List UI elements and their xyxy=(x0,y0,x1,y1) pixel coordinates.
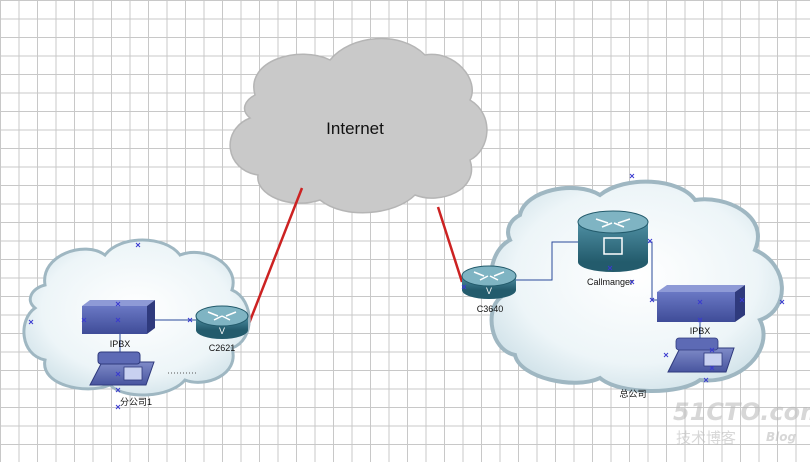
wan-link-hq xyxy=(436,206,464,283)
hq-ip-phone[interactable] xyxy=(667,337,735,373)
branch1-router-icon: V xyxy=(219,326,225,336)
wan-link-branch1 xyxy=(246,187,304,327)
selection-handles xyxy=(28,173,785,410)
watermark-site: 51CTO.com xyxy=(673,398,810,426)
branch1-site-label: 分公司1 xyxy=(120,397,152,407)
branch1-router[interactable]: V C2621 xyxy=(195,305,249,353)
lan-link-router-callmanager xyxy=(516,241,578,281)
watermark: 51CTO.com 技术博客 Blog xyxy=(673,398,810,447)
watermark-blog: Blog xyxy=(766,430,797,444)
hq-callmanager-label: Callmanger xyxy=(587,277,633,287)
watermark-tagline: 技术博客 xyxy=(676,429,736,447)
hq-router[interactable]: V C3640 xyxy=(461,265,517,314)
hq-ipbx[interactable]: IPBX xyxy=(657,285,745,336)
internet-label: Internet xyxy=(326,119,384,138)
branch1-ip-phone[interactable]: 分公司1 xyxy=(89,351,155,407)
hq-router-icon: V xyxy=(486,286,492,296)
branch1-ipbx[interactable]: IPBX xyxy=(82,300,155,349)
branch1-router-label: C2621 xyxy=(209,343,236,353)
lan-link-callmanager-ipbx xyxy=(648,241,660,301)
hq-site-label: 总公司 xyxy=(619,388,646,399)
hq-callmanager[interactable]: Callmanger xyxy=(577,210,649,287)
hq-router-label: C3640 xyxy=(477,304,504,314)
internet-cloud: Internet xyxy=(229,37,488,214)
hq-ipbx-label: IPBX xyxy=(690,326,711,336)
branch1-ipbx-label: IPBX xyxy=(110,339,131,349)
